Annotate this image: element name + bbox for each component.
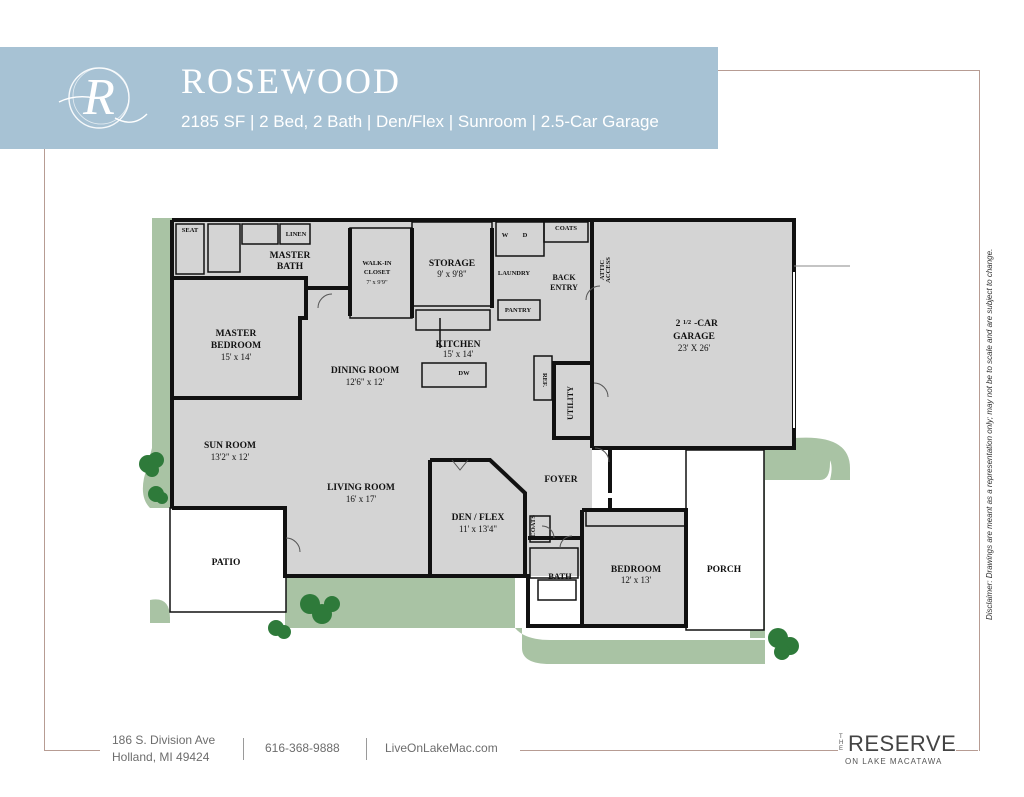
label-garage-fraction: 1/2 bbox=[683, 319, 691, 326]
label-pantry: PANTRY bbox=[505, 307, 532, 314]
footer-address-line2: Holland, MI 49424 bbox=[112, 750, 210, 764]
label-bedroom: BEDROOM bbox=[611, 565, 661, 575]
label-garage-pre: 2 bbox=[676, 319, 681, 329]
brand-subtitle: ON LAKE MACATAWA bbox=[845, 757, 943, 766]
label-den-dim: 11' x 13'4" bbox=[459, 524, 497, 534]
label-living: LIVING ROOM bbox=[327, 483, 395, 493]
label-master-bed-dim: 15' x 14' bbox=[221, 352, 252, 362]
label-walk-in: WALK-IN bbox=[362, 260, 392, 267]
brand-name: RESERVE bbox=[848, 731, 957, 756]
label-patio: PATIO bbox=[212, 558, 241, 568]
label-coats-top: COATS bbox=[555, 225, 577, 232]
label-garage: -CAR bbox=[694, 319, 718, 329]
brand-the: THE bbox=[839, 734, 844, 752]
plan-subtitle: 2185 SF | 2 Bed, 2 Bath | Den/Flex | Sun… bbox=[181, 112, 659, 131]
label-garage-dim: 23' X 26' bbox=[678, 343, 711, 353]
label-kitchen: KITCHEN bbox=[436, 340, 481, 350]
label-washer: W bbox=[502, 232, 509, 239]
label-seat: SEAT bbox=[182, 227, 199, 234]
label-storage-dim: 9' x 9'8" bbox=[437, 269, 467, 279]
label-master-bath-2: BATH bbox=[277, 262, 304, 272]
label-living-dim: 16' x 17' bbox=[346, 494, 377, 504]
label-laundry: LAUNDRY bbox=[498, 270, 531, 277]
label-master-bath: MASTER bbox=[270, 251, 311, 261]
label-den: DEN / FLEX bbox=[452, 513, 505, 523]
label-sun-room-dim: 13'2" x 12' bbox=[211, 452, 250, 462]
footer-divider bbox=[366, 738, 367, 760]
footer-website: LiveOnLakeMac.com bbox=[385, 741, 498, 755]
frame-bottom-rule-mid bbox=[520, 750, 838, 751]
label-porch: PORCH bbox=[707, 565, 742, 575]
label-linen: LINEN bbox=[286, 231, 307, 238]
patio bbox=[169, 507, 287, 613]
shrubs bbox=[139, 452, 799, 660]
label-dryer: D bbox=[523, 232, 528, 239]
footer-divider bbox=[243, 738, 244, 760]
label-sun-room: SUN ROOM bbox=[204, 441, 256, 451]
floor-plan: SEAT LINEN MASTER BATH WALK-IN CLOSET 7'… bbox=[139, 218, 850, 664]
footer-phone: 616-368-9888 bbox=[265, 741, 340, 755]
label-bath: BATH bbox=[548, 571, 572, 581]
door-swings bbox=[285, 285, 610, 553]
title-banner bbox=[0, 47, 718, 149]
label-master-bed-2: BEDROOM bbox=[211, 341, 261, 351]
label-kitchen-dim: 15' x 14' bbox=[443, 349, 474, 359]
label-foyer: FOYER bbox=[544, 475, 577, 485]
label-dining-dim: 12'6" x 12' bbox=[346, 377, 385, 387]
label-master-bed: MASTER bbox=[216, 329, 257, 339]
label-back-entry: BACK bbox=[552, 273, 576, 282]
room-labels: SEAT LINEN MASTER BATH WALK-IN CLOSET 7'… bbox=[182, 225, 742, 585]
label-walk-in-dim: 7' x 9'9" bbox=[366, 279, 388, 286]
frame-bottom-rule-right bbox=[956, 750, 978, 751]
label-walk-in-2: CLOSET bbox=[364, 269, 391, 276]
label-garage-2: GARAGE bbox=[673, 332, 715, 342]
label-storage: STORAGE bbox=[429, 259, 475, 269]
footer-address-line1: 186 S. Division Ave bbox=[112, 733, 216, 747]
frame-bottom-rule-left bbox=[44, 750, 100, 751]
porch bbox=[685, 449, 765, 631]
label-attic: ATTIC bbox=[599, 260, 606, 280]
label-back-entry-2: ENTRY bbox=[550, 283, 578, 292]
disclaimer-text: Disclaimer: Drawings are meant as a repr… bbox=[985, 248, 994, 620]
label-bedroom-dim: 12' x 13' bbox=[621, 575, 652, 585]
label-ref: REF. bbox=[541, 373, 548, 387]
label-coats-den: COATS bbox=[530, 515, 537, 537]
plan-title: ROSEWOOD bbox=[181, 61, 401, 101]
label-attic-2: ACCESS bbox=[605, 257, 612, 283]
label-dishwasher: DW bbox=[458, 370, 470, 377]
label-utility: UTILITY bbox=[566, 386, 575, 420]
label-dining: DINING ROOM bbox=[331, 366, 399, 376]
rosewood-logo: R bbox=[58, 67, 148, 129]
thin-walls bbox=[175, 221, 687, 601]
